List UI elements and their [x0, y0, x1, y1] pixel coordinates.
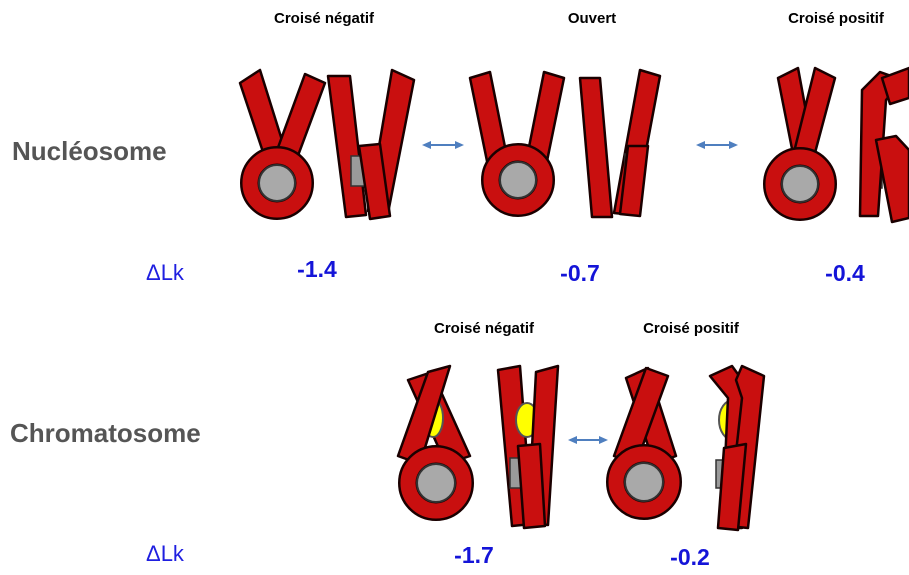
nucleosome-positive-side [860, 68, 909, 222]
nucleosome-open-front [470, 72, 564, 207]
histone-core-icon [782, 166, 818, 202]
chromatosome-negative-side [498, 366, 558, 528]
histone-core-icon [625, 463, 663, 501]
nucleosome-negative-front [240, 70, 325, 210]
equilibrium-arrow-icon [696, 141, 738, 149]
histone-core-icon [417, 464, 455, 502]
histone-core-icon [500, 162, 536, 198]
chromatosome-positive-side [710, 366, 764, 530]
nucleosome-open-side [580, 70, 660, 217]
chromatosome-negative-front [398, 366, 470, 511]
nucleosome-positive-front [773, 68, 835, 211]
chromatosome-positive-front [614, 368, 676, 510]
nucleosome-negative-side [328, 70, 414, 219]
equilibrium-arrow-icon [568, 436, 608, 444]
equilibrium-arrow-icon [422, 141, 464, 149]
histone-core-icon [259, 165, 295, 201]
